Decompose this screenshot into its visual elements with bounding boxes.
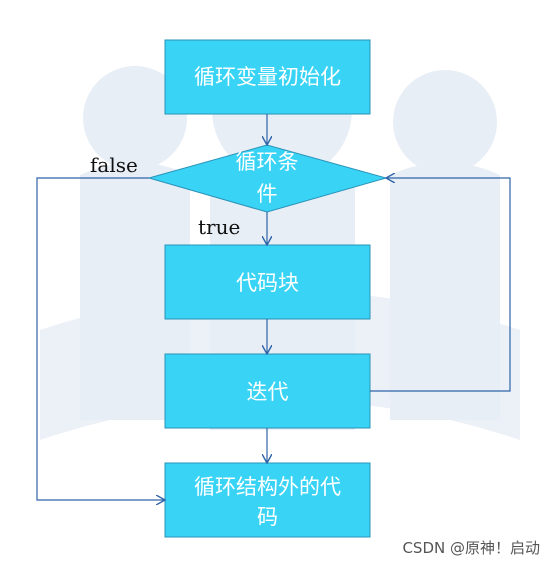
arrow-iterate-loop-back	[370, 178, 511, 392]
node-exit: 循环结构外的代 码	[164, 462, 371, 538]
node-body-label: 代码块	[236, 271, 299, 295]
node-exit-label-line1: 循环结构外的代	[194, 475, 341, 499]
edge-label-true: true	[198, 215, 240, 239]
node-exit-label-line2: 码	[257, 505, 278, 529]
edge-label-false: false	[90, 153, 138, 177]
node-condition-label-line2: 件	[257, 182, 278, 206]
node-init: 循环变量初始化	[164, 39, 371, 115]
node-iterate-label: 迭代	[247, 380, 289, 404]
node-init-label: 循环变量初始化	[194, 65, 341, 89]
watermark-text: CSDN @原神！启动	[402, 539, 540, 557]
node-condition-label-line1: 循环条	[236, 150, 299, 174]
node-body: 代码块	[164, 244, 371, 320]
node-iterate: 迭代	[164, 353, 371, 429]
arrow-false-to-exit	[36, 177, 164, 500]
